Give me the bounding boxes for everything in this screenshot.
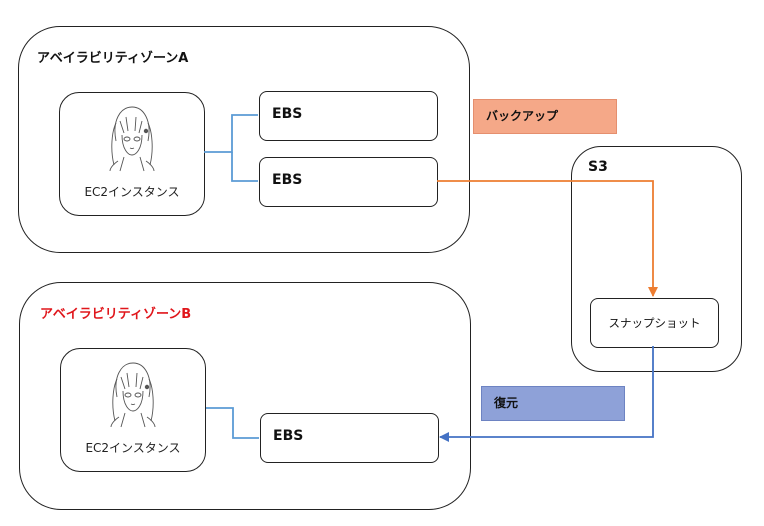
- ec2-instance-b-label: EC2インスタンス: [85, 441, 181, 455]
- snapshot-box: スナップショット: [590, 298, 719, 348]
- ec2-instance-b: EC2インスタンス: [60, 348, 206, 472]
- ebs-volume-a1-label: EBS: [272, 106, 303, 122]
- restore-tag: 復元: [481, 386, 625, 421]
- zone-a-title: アベイラビリティゾーンA: [37, 51, 189, 66]
- zone-b-title: アベイラビリティゾーンB: [40, 307, 192, 322]
- snapshot-label: スナップショット: [608, 316, 701, 330]
- ebs-volume-a1: EBS: [259, 91, 438, 141]
- s3-bucket: S3 スナップショット: [571, 146, 742, 372]
- ec2-instance-a-label: EC2インスタンス: [84, 185, 180, 199]
- ebs-volume-b: EBS: [260, 413, 439, 463]
- availability-zone-a: アベイラビリティゾーンA EC2インスタンス EBS EBS: [18, 26, 470, 253]
- availability-zone-b: アベイラビリティゾーンB EC2インスタンス EBS: [19, 282, 471, 510]
- s3-title: S3: [588, 159, 608, 175]
- anime-girl-sketch-icon: [110, 362, 156, 428]
- backup-tag: バックアップ: [473, 99, 617, 134]
- ec2-instance-a: EC2インスタンス: [59, 92, 205, 216]
- ebs-volume-a2-label: EBS: [272, 172, 303, 188]
- ebs-volume-b-label: EBS: [273, 428, 304, 444]
- ebs-volume-a2: EBS: [259, 157, 438, 207]
- anime-girl-sketch-icon: [109, 106, 155, 172]
